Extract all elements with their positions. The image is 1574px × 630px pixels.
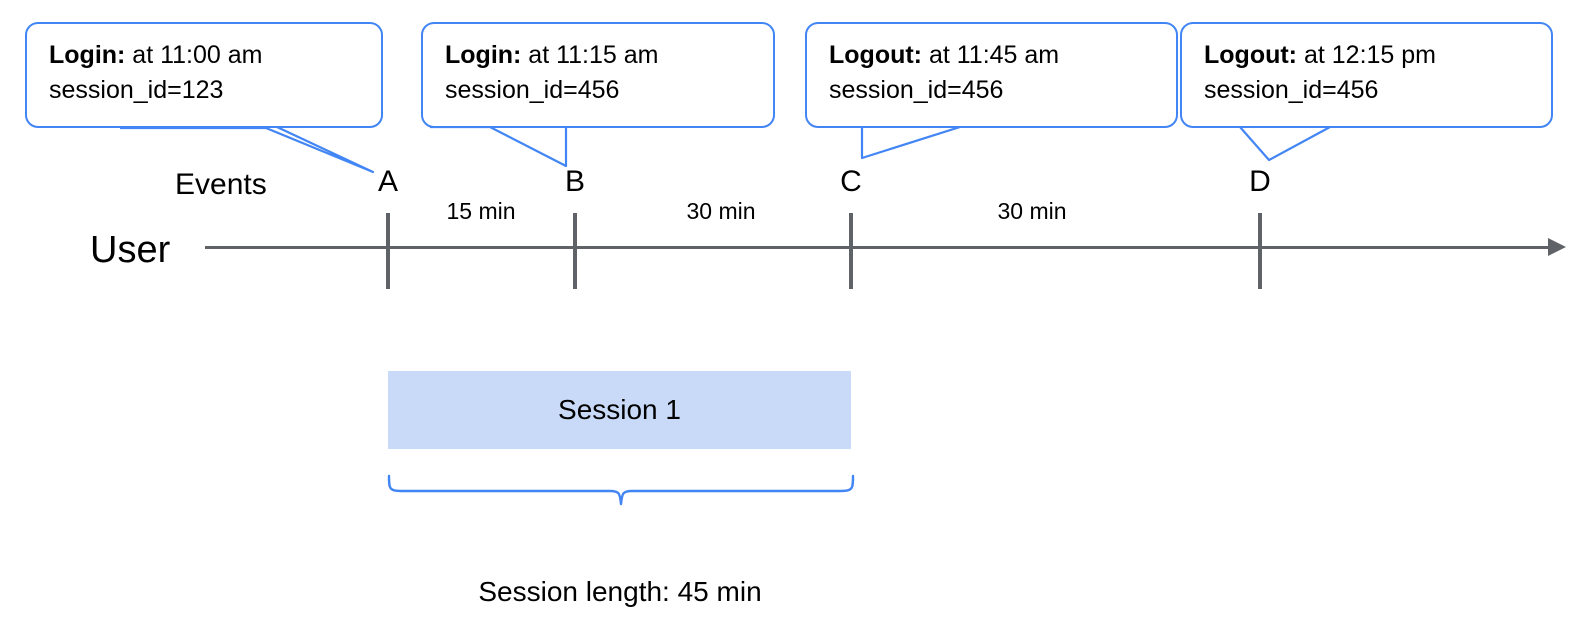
callout-tail-c bbox=[860, 125, 961, 160]
callout-d-event-label: Logout: bbox=[1204, 41, 1298, 69]
callout-tail-b bbox=[430, 125, 568, 168]
timeline-tick-b bbox=[573, 213, 577, 289]
tick-label-c: C bbox=[840, 165, 862, 198]
callout-b-session-id: session_id=456 bbox=[445, 75, 620, 104]
event-callout-d[interactable]: Logout: at 12:15 pm session_id=456 bbox=[1180, 22, 1553, 128]
callout-d-session-id: session_id=456 bbox=[1204, 75, 1379, 104]
tick-label-d: D bbox=[1249, 165, 1271, 198]
session-length-caption: Session length: 45 min bbox=[478, 576, 762, 607]
gap-label-a-b: 15 min bbox=[446, 198, 516, 224]
callout-c-session-id: session_id=456 bbox=[829, 75, 1004, 104]
callout-a-event-label: Login: bbox=[49, 41, 126, 69]
event-callout-b[interactable]: Login: at 11:15 am session_id=456 bbox=[421, 22, 775, 128]
callout-tail-d bbox=[1239, 126, 1331, 162]
callout-b-line1: Login: at 11:15 am bbox=[445, 38, 755, 73]
callout-a-time: at 11:00 am bbox=[125, 41, 263, 69]
user-row-label: User bbox=[90, 229, 171, 271]
callout-c-event-label: Logout: bbox=[829, 41, 923, 69]
timeline-axis-arrowhead bbox=[1548, 238, 1566, 256]
callout-b-time: at 11:15 am bbox=[521, 41, 659, 69]
callout-a-line1: Login: at 11:00 am bbox=[49, 38, 363, 73]
callout-d-line1: Logout: at 12:15 pm bbox=[1204, 38, 1533, 73]
event-callout-a[interactable]: Login: at 11:00 am session_id=123 bbox=[25, 22, 383, 128]
timeline-tick-d bbox=[1258, 213, 1262, 289]
tick-label-b: B bbox=[564, 165, 586, 198]
callout-d-time: at 12:15 pm bbox=[1297, 41, 1436, 69]
session-1-bar[interactable]: Session 1 bbox=[388, 371, 851, 449]
timeline-tick-a bbox=[386, 213, 390, 289]
callout-c-time: at 11:45 am bbox=[922, 41, 1060, 69]
session-length-brace bbox=[387, 474, 855, 506]
tick-label-a: A bbox=[377, 165, 399, 198]
timeline-axis-line bbox=[205, 246, 1555, 249]
session-1-bar-label: Session 1 bbox=[558, 394, 681, 425]
callout-a-session-id: session_id=123 bbox=[49, 75, 224, 104]
event-callout-c[interactable]: Logout: at 11:45 am session_id=456 bbox=[805, 22, 1178, 128]
timeline-tick-c bbox=[849, 213, 853, 289]
callout-b-event-label: Login: bbox=[445, 41, 522, 69]
events-row-label: Events bbox=[175, 168, 267, 201]
callout-c-line1: Logout: at 11:45 am bbox=[829, 38, 1158, 73]
gap-label-b-c: 30 min bbox=[686, 198, 756, 224]
gap-label-c-d: 30 min bbox=[997, 198, 1067, 224]
